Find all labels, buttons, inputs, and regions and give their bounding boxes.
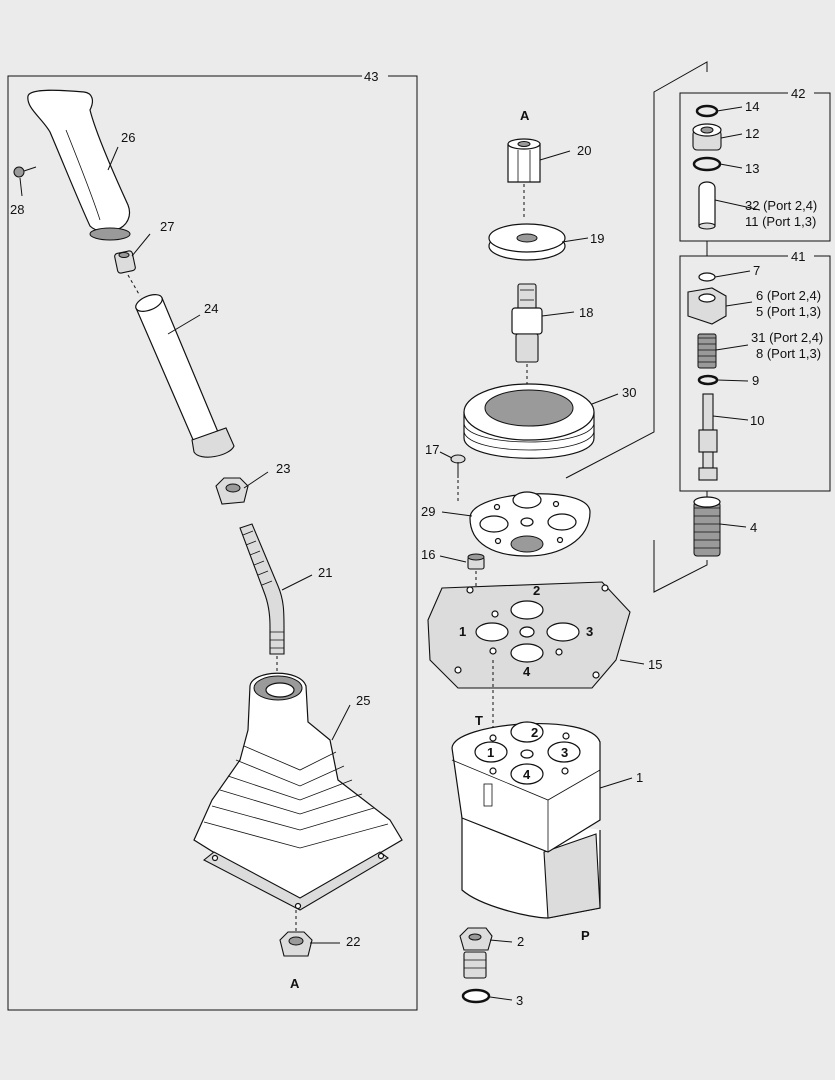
callout-8: 8 (Port 1,3) (756, 346, 821, 361)
plate-port-1: 1 (459, 624, 466, 639)
o-ring-13-part (692, 156, 722, 172)
nut-22-part (279, 931, 313, 957)
fitting-part (459, 927, 493, 979)
callout-31: 31 (Port 2,4) (751, 330, 823, 345)
assembly-41-frame (679, 255, 831, 492)
body-port-3: 3 (561, 745, 568, 760)
callout-12: 12 (745, 126, 759, 141)
callout-25: 25 (356, 693, 370, 708)
mounting-plate-part (427, 581, 631, 689)
callout-24: 24 (204, 301, 218, 316)
callout-19: 19 (590, 231, 604, 246)
callout-11: 11 (Port 1,3) (745, 214, 816, 229)
plate-port-3: 3 (586, 624, 593, 639)
nut-23-part (215, 477, 249, 505)
seal-ring-part (463, 383, 595, 459)
callout-26: 26 (121, 130, 135, 145)
cam-plate-part (488, 223, 566, 261)
callout-22: 22 (346, 934, 360, 949)
callout-32: 32 (Port 2,4) (745, 198, 817, 213)
callout-9: 9 (752, 373, 759, 388)
callout-23: 23 (276, 461, 290, 476)
callout-30: 30 (622, 385, 636, 400)
o-ring-14-part (695, 104, 719, 118)
o-ring-3-part (461, 988, 491, 1004)
body-port-2: 2 (531, 725, 538, 740)
callout-2: 2 (517, 934, 524, 949)
callout-27: 27 (160, 219, 174, 234)
callout-17: 17 (425, 442, 439, 457)
handle-grip-part (27, 89, 131, 241)
callout-5: 5 (Port 1,3) (756, 304, 821, 319)
callout-16: 16 (421, 547, 435, 562)
callout-20: 20 (577, 143, 591, 158)
gasket-part (469, 491, 591, 557)
callout-28: 28 (10, 202, 24, 217)
callout-7: 7 (753, 263, 760, 278)
plunger-part (698, 181, 716, 230)
valve-body-part (451, 721, 601, 919)
leader-lines (19, 106, 761, 1001)
washer-7-part (698, 272, 716, 282)
screw-17-part (450, 454, 466, 478)
plug-part (467, 553, 485, 570)
callout-18: 18 (579, 305, 593, 320)
callout-42: 42 (791, 86, 805, 101)
screw-part (13, 166, 37, 178)
axis-line-27-24 (127, 274, 141, 297)
assembly-connector-lines (565, 61, 708, 593)
assembly-43-frame (7, 75, 418, 1011)
callout-41: 41 (791, 249, 805, 264)
callout-29: 29 (421, 504, 435, 519)
spring-4-part (693, 496, 721, 557)
body-port-4: 4 (523, 767, 531, 782)
callout-4: 4 (750, 520, 757, 535)
spring-seat-part (687, 287, 727, 325)
rubber-boot-part (193, 672, 403, 911)
plate-port-4: 4 (523, 664, 531, 679)
universal-joint-part (511, 283, 543, 363)
seal-cap-part (692, 123, 722, 151)
ring-9-part (697, 374, 719, 386)
label-a-bottom: A (290, 976, 300, 991)
callout-3: 3 (516, 993, 523, 1008)
spool-part (698, 393, 718, 481)
label-p-port: P (581, 928, 590, 943)
callout-15: 15 (648, 657, 662, 672)
callout-13: 13 (745, 161, 759, 176)
callout-10: 10 (750, 413, 764, 428)
callout-14: 14 (745, 99, 759, 114)
assembly-42-frame (679, 92, 831, 242)
spring-31-8-part (697, 333, 717, 369)
callout-43: 43 (364, 69, 378, 84)
bent-rod-part (239, 523, 285, 655)
label-t-port: T (475, 713, 483, 728)
bushing-part (114, 250, 136, 274)
coupling-nut-part (507, 138, 541, 183)
body-port-1: 1 (487, 745, 494, 760)
callout-21: 21 (318, 565, 332, 580)
label-a-top: A (520, 108, 530, 123)
plate-port-2: 2 (533, 583, 540, 598)
lever-tube-part (135, 294, 235, 458)
callout-6: 6 (Port 2,4) (756, 288, 821, 303)
callout-1: 1 (636, 770, 643, 785)
